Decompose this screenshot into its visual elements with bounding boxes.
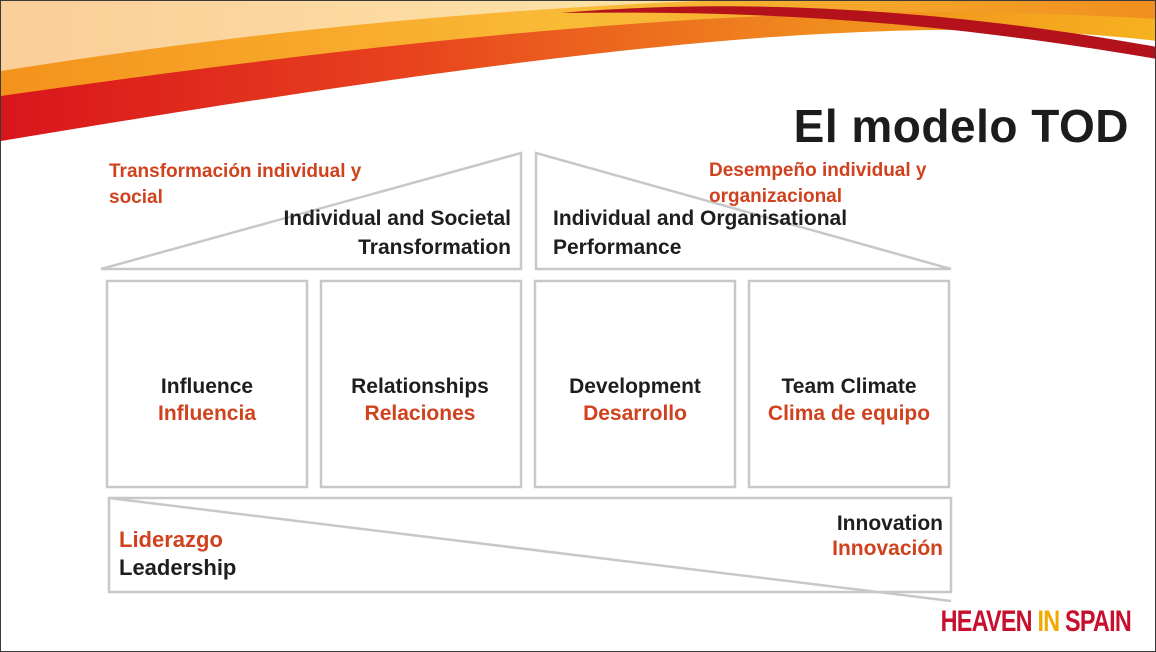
base-divider [108,496,952,603]
base-left-english-label: Leadership [119,555,237,580]
pillar-box [533,279,737,489]
roof-left-spanish-label: Transformación individual y social [109,161,362,208]
page-title: El modelo TOD [793,100,1129,152]
base-right-spanish-label: Innovación [832,537,943,560]
banner-swoosh [1,1,1155,141]
roof-left-english-label: Individual and Societal Transformation [283,207,511,259]
base-right-label: Innovation Innovación [721,511,943,561]
pillar-english-label: Team Climate [781,375,917,398]
pillar-box [747,279,951,489]
pillar-influence: Influence Influencia [102,373,312,427]
roof-right-shape [534,151,952,271]
pillar-box [319,279,523,489]
roof-right-spanish-label: Desempeño individual y organizacional [709,160,927,207]
pillar-spanish-label: Influencia [157,402,257,425]
base-shape [107,496,953,594]
pillar-team-climate: Team Climate Clima de equipo [744,373,954,427]
roof-left-shape [100,151,523,271]
pillar-relationships: Relationships Relaciones [315,373,525,427]
brand-logo-part: HEAVEN [940,605,1038,638]
pillar-box [105,279,309,489]
pillar-spanish-label: Desarrollo [583,402,687,425]
roof-right-english-label: Individual and Organisational Performanc… [553,207,848,259]
base-right-english-label: Innovation [836,512,943,535]
pillar-english-label: Influence [160,375,254,398]
pillar-english-label: Relationships [351,375,489,398]
brand-logo-part: IN [1037,605,1061,638]
brand-logo-part: SPAIN [1059,605,1132,638]
base-left-label: Liderazgo Leadership [119,526,236,582]
brand-logo: HEAVEN IN SPAIN [940,605,1132,639]
pillar-development: Development Desarrollo [530,373,740,427]
pillar-spanish-label: Clima de equipo [767,402,931,425]
pillar-spanish-label: Relaciones [364,402,476,425]
pillar-english-label: Development [569,375,701,398]
base-left-spanish-label: Liderazgo [119,527,223,552]
